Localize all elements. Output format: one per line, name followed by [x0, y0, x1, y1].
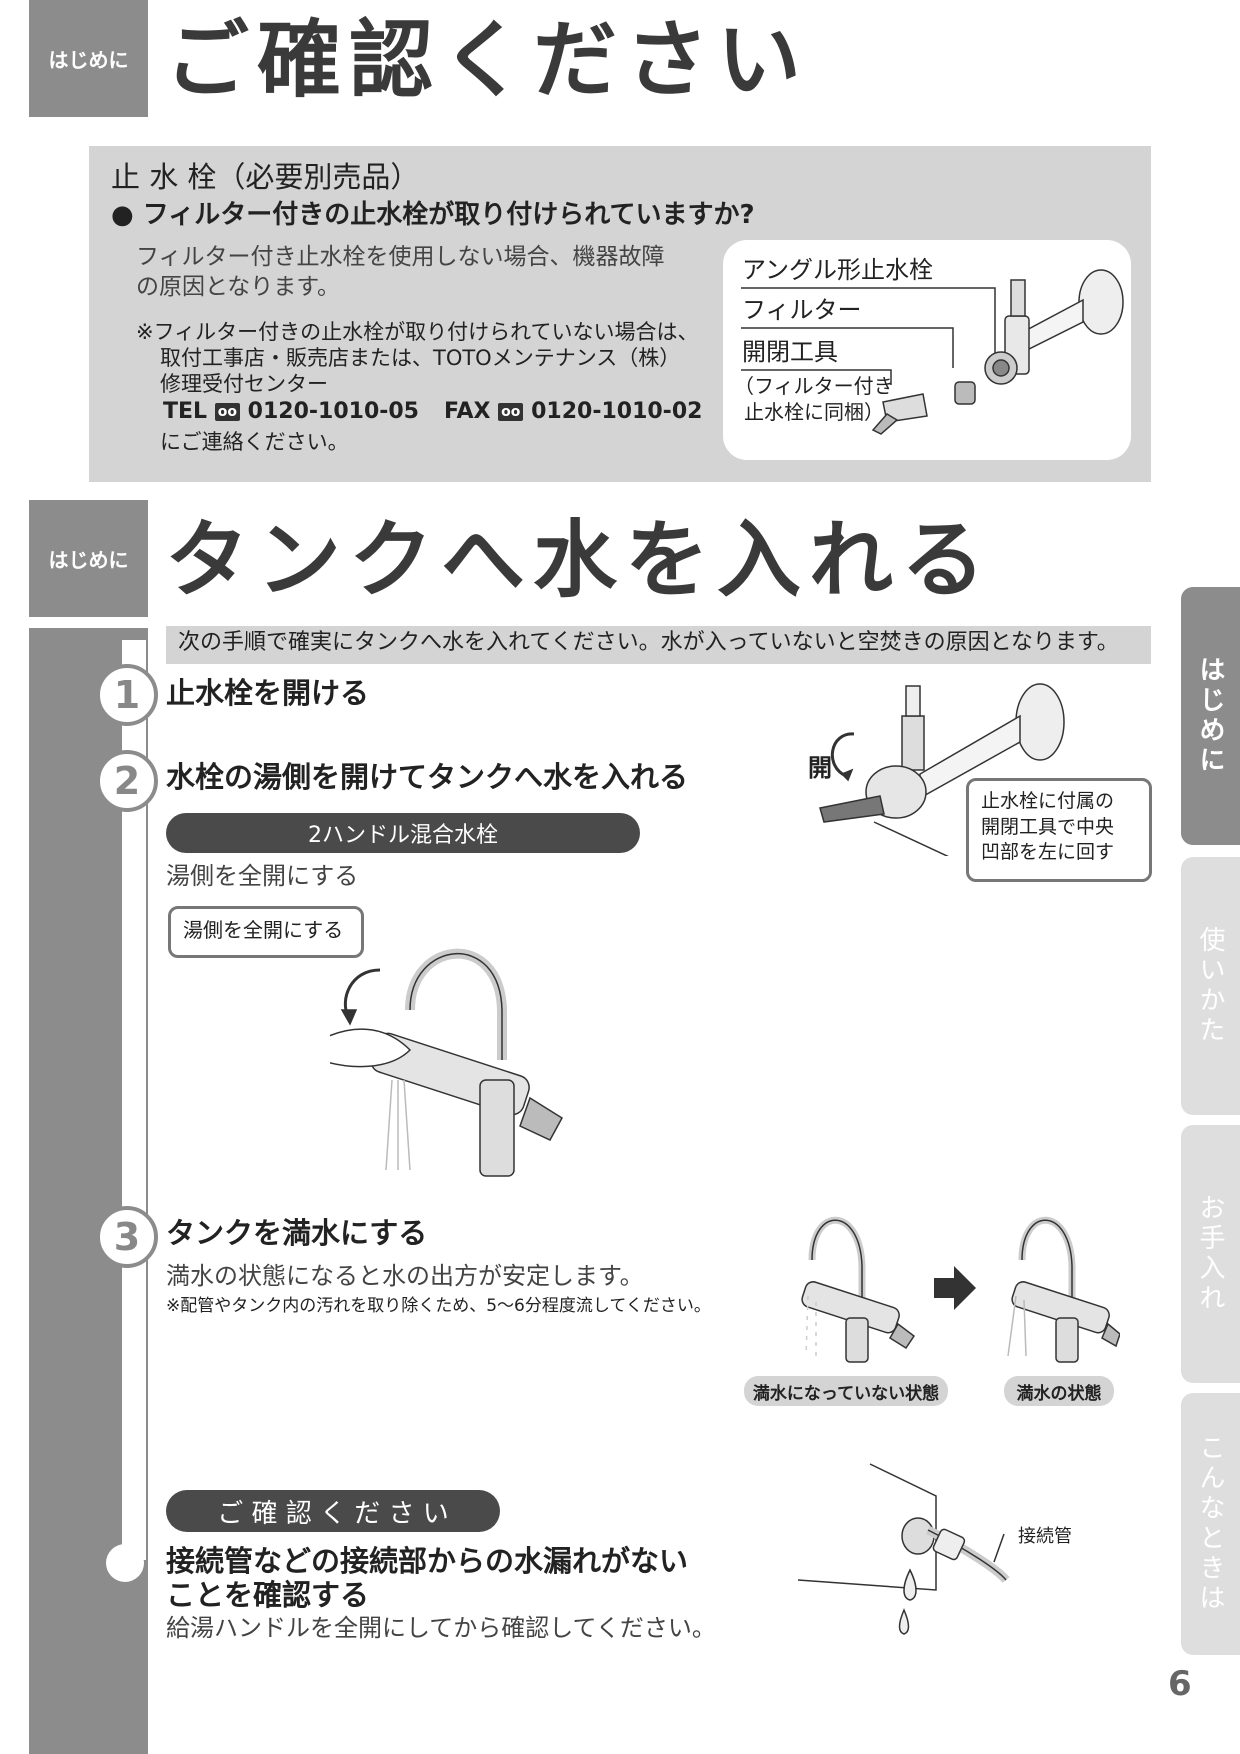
fax-row: FAX oo 0120-1010-02 — [444, 399, 702, 425]
confirm-pill: ご 確 認 く だ さ い — [166, 1490, 500, 1532]
confirm-title-line2: ことを確認する — [166, 1578, 370, 1612]
tel-label: TEL — [163, 399, 208, 424]
step-title: 水栓の湯側を開けてタンクへ水を入れる — [166, 760, 689, 794]
box-heading: 止 水 栓（必要別売品） — [111, 160, 420, 194]
open-label: 開 — [808, 754, 832, 782]
stopcock-diagram-panel — [723, 240, 1131, 460]
label-filter: フィルター — [742, 296, 862, 324]
side-tab-troubleshooting[interactable]: こんなときは — [1181, 1393, 1240, 1655]
confirm-title-line1: 接続管などの接続部からの水漏れがない — [166, 1544, 689, 1578]
tel-row: TEL oo 0120-1010-05 — [163, 399, 419, 425]
step-title: 止水栓を開ける — [166, 676, 370, 710]
step1-callout: 止水栓に付属の 開閉工具で中央 凹部を左に回す — [966, 778, 1152, 882]
label-tool-note1: （フィルター付き — [734, 374, 894, 398]
fax-number: 0120-1010-02 — [531, 399, 703, 424]
label-full: 満水の状態 — [1004, 1376, 1114, 1406]
step-title: タンクを満水にする — [166, 1216, 428, 1250]
intro-text: 次の手順で確実にタンクへ水を入れてください。水が入っていないと空焚きの原因となり… — [178, 630, 1119, 655]
faucet-open-illustration — [330, 948, 563, 1177]
side-tab-label: はじめに — [1195, 656, 1225, 776]
box-note-line1: ※フィルター付きの止水栓が取り付けられていない場合は、 — [136, 320, 699, 344]
step3-note: ※配管やタンク内の汚れを取り除くため、5～6分程度流してください。 — [166, 1296, 711, 1316]
intro-bar — [166, 626, 1151, 664]
confirm-text: 給湯ハンドルを全開にしてから確認してください。 — [166, 1614, 716, 1642]
step3-text: 満水の状態になると水の出方が安定します。 — [166, 1262, 644, 1290]
section-tag: はじめに — [29, 0, 148, 117]
side-tab-label: 使いかた — [1195, 926, 1225, 1046]
section-title: タンクへ水を入れる — [165, 511, 994, 609]
box-note-line5: にご連絡ください。 — [160, 430, 349, 454]
freedial-icon: oo — [214, 402, 240, 422]
label-angle-valve: アングル形止水栓 — [742, 256, 934, 284]
stopcock-illustration — [741, 269, 1124, 435]
label-tool-note2: 止水栓に同梱） — [744, 400, 884, 424]
side-tab-intro[interactable]: はじめに — [1181, 587, 1240, 845]
side-tab-label: こんなときは — [1195, 1434, 1225, 1614]
freedial-icon: oo — [498, 402, 524, 422]
box-desc-line1: フィルター付き止水栓を使用しない場合、機器故障 — [136, 244, 665, 270]
stopcock-open-illustration — [819, 683, 1065, 856]
step-number: 3 — [96, 1206, 158, 1268]
side-tab-care[interactable]: お手入れ — [1181, 1125, 1240, 1383]
step1-callout-line1: 止水栓に付属の — [981, 790, 1115, 812]
box-note-line2: 取付工事店・販売店または、TOTOメンテナンス（株） — [160, 346, 681, 370]
side-tab-usage[interactable]: 使いかた — [1181, 857, 1240, 1115]
box-question: ● フィルター付きの止水栓が取り付けられていますか? — [111, 200, 755, 230]
step1-callout-line2: 開閉工具で中央 — [981, 815, 1115, 838]
page-title: ご確認ください — [165, 11, 810, 109]
box-note-line3: 修理受付センター — [160, 372, 328, 396]
connection-pipe-illustration — [798, 1463, 1010, 1635]
side-tab-label: お手入れ — [1195, 1194, 1225, 1314]
page-number: 6 — [1168, 1664, 1192, 1704]
faucet-type-pill: 2ハンドル混合水栓 — [166, 813, 640, 853]
step2-callout: 湯側を全開にする — [168, 906, 364, 958]
step-number: 1 — [96, 664, 158, 726]
step-number: 2 — [96, 750, 158, 812]
fax-label: FAX — [444, 399, 491, 424]
timeline-end-dot — [106, 1544, 144, 1582]
section-tag: はじめに — [29, 500, 148, 617]
pipe-label: 接続管 — [1018, 1526, 1072, 1547]
tel-number: 0120-1010-05 — [247, 399, 419, 424]
label-tool: 開閉工具 — [742, 338, 838, 366]
step2-text: 湯側を全開にする — [166, 862, 359, 890]
box-desc-line2: の原因となります。 — [136, 274, 341, 300]
step1-callout-line3: 凹部を左に回す — [981, 841, 1115, 864]
faucet-comparison-illustration — [801, 1216, 1120, 1363]
label-not-full: 満水になっていない状態 — [744, 1376, 948, 1406]
